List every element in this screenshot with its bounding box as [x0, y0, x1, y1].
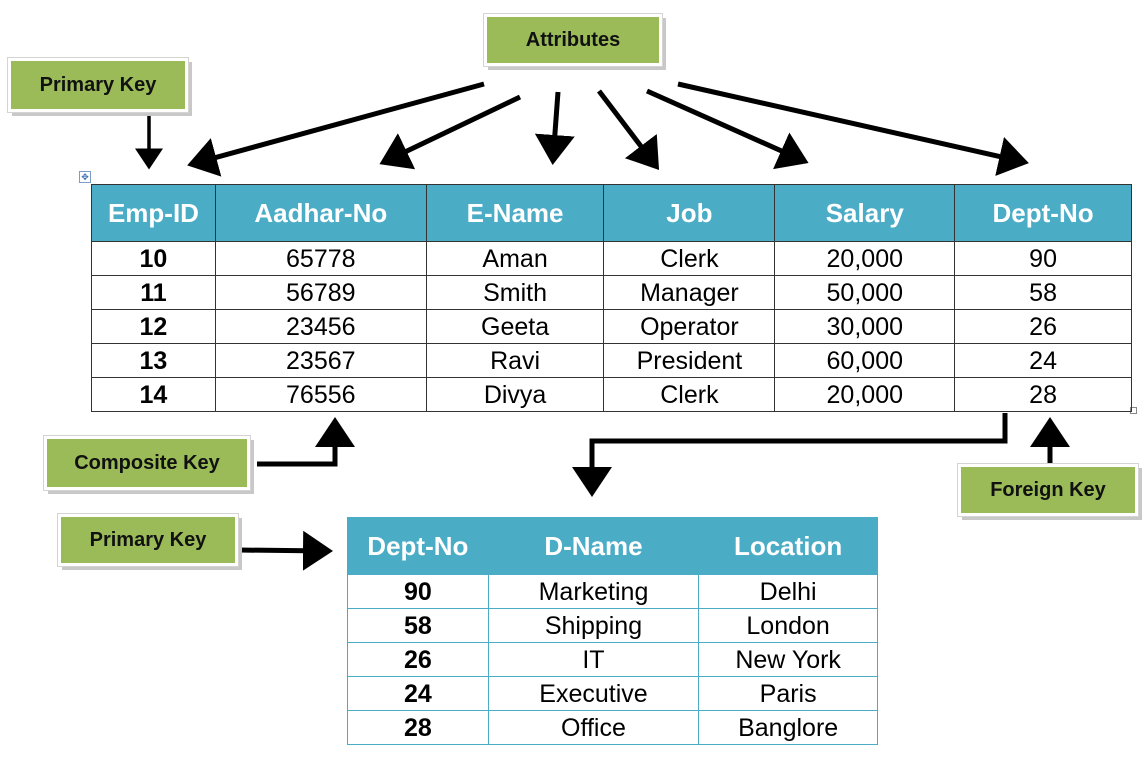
table-cell: Office	[487, 710, 700, 745]
arrow-composite-key	[257, 417, 355, 467]
table-cell: IT	[487, 642, 700, 677]
table-cell: 28	[347, 710, 489, 745]
table-cell: Ravi	[425, 343, 605, 378]
arrow-attr-job	[597, 89, 660, 170]
table-cell: Delhi	[698, 574, 878, 609]
department-header-row: Dept-No D-Name Location	[347, 517, 878, 575]
foreign-key-label: Foreign Key	[958, 464, 1138, 516]
arrow-primary-key-bottom	[237, 530, 333, 571]
table-cell: 11	[91, 275, 216, 310]
table-cell: Smith	[425, 275, 605, 310]
table-row: 14 76556 Divya Clerk 20,000 28	[91, 377, 1132, 412]
table-cell: 76556	[214, 377, 427, 412]
table-row: 90 Marketing Delhi	[347, 574, 878, 609]
header-cell: Salary	[774, 184, 956, 242]
table-cell: President	[603, 343, 776, 378]
primary-key-label-top: Primary Key	[8, 58, 188, 112]
table-cell: Manager	[603, 275, 776, 310]
arrow-attr-ename	[534, 91, 575, 165]
arrow-foreign-link	[572, 413, 1008, 497]
table-cell: Executive	[487, 676, 700, 711]
table-cell: 60,000	[774, 343, 956, 378]
table-row: 13 23567 Ravi President 60,000 24	[91, 343, 1132, 378]
table-cell: 58	[347, 608, 489, 643]
header-cell: D-Name	[487, 517, 700, 575]
table-row: 12 23456 Geeta Operator 30,000 26	[91, 309, 1132, 344]
table-cell: Clerk	[603, 241, 776, 276]
table-cell: 10	[91, 241, 216, 276]
table-cell: 90	[954, 241, 1132, 276]
table-cell: 12	[91, 309, 216, 344]
table-row: 26 IT New York	[347, 642, 878, 677]
table-cell: 26	[347, 642, 489, 677]
table-cell: 20,000	[774, 377, 956, 412]
table-cell: Divya	[425, 377, 605, 412]
table-cell: Banglore	[698, 710, 878, 745]
department-table: Dept-No D-Name Location 90 Marketing Del…	[347, 517, 878, 745]
table-cell: Paris	[698, 676, 878, 711]
table-cell: 30,000	[774, 309, 956, 344]
table-cell: Clerk	[603, 377, 776, 412]
employee-header-row: Emp-ID Aadhar-No E-Name Job Salary Dept-…	[91, 184, 1132, 242]
arrow-attr-empid	[187, 81, 485, 177]
table-cell: 56789	[214, 275, 427, 310]
header-cell: Emp-ID	[91, 184, 216, 242]
header-cell: Location	[698, 517, 878, 575]
arrow-attr-deptno	[677, 81, 1029, 177]
table-cell: 13	[91, 343, 216, 378]
table-cell: 24	[954, 343, 1132, 378]
header-cell: Job	[603, 184, 776, 242]
table-cell: London	[698, 608, 878, 643]
header-cell: Aadhar-No	[214, 184, 427, 242]
header-cell: Dept-No	[954, 184, 1132, 242]
attributes-label: Attributes	[484, 14, 662, 66]
header-cell: E-Name	[425, 184, 605, 242]
table-move-handle[interactable]: ✥	[79, 171, 91, 183]
table-cell: 50,000	[774, 275, 956, 310]
table-cell: 90	[347, 574, 489, 609]
table-row: 10 65778 Aman Clerk 20,000 90	[91, 241, 1132, 276]
arrow-attr-salary	[645, 88, 809, 170]
table-cell: Shipping	[487, 608, 700, 643]
primary-key-label-bottom: Primary Key	[58, 514, 238, 566]
table-cell: 65778	[214, 241, 427, 276]
table-cell: Operator	[603, 309, 776, 344]
table-cell: 26	[954, 309, 1132, 344]
table-row: 28 Office Banglore	[347, 710, 878, 745]
table-cell: 24	[347, 676, 489, 711]
composite-key-label: Composite Key	[44, 436, 250, 490]
table-row: 24 Executive Paris	[347, 676, 878, 711]
arrow-attr-aadhar	[379, 94, 522, 170]
table-cell: 20,000	[774, 241, 956, 276]
employee-table: Emp-ID Aadhar-No E-Name Job Salary Dept-…	[91, 184, 1132, 412]
table-cell: 58	[954, 275, 1132, 310]
table-cell: 28	[954, 377, 1132, 412]
table-cell: Geeta	[425, 309, 605, 344]
table-row: 11 56789 Smith Manager 50,000 58	[91, 275, 1132, 310]
table-cell: Aman	[425, 241, 605, 276]
table-cell: New York	[698, 642, 878, 677]
table-cell: 23456	[214, 309, 427, 344]
header-cell: Dept-No	[347, 517, 489, 575]
table-cell: 14	[91, 377, 216, 412]
table-cell: 23567	[214, 343, 427, 378]
table-row: 58 Shipping London	[347, 608, 878, 643]
table-cell: Marketing	[487, 574, 700, 609]
